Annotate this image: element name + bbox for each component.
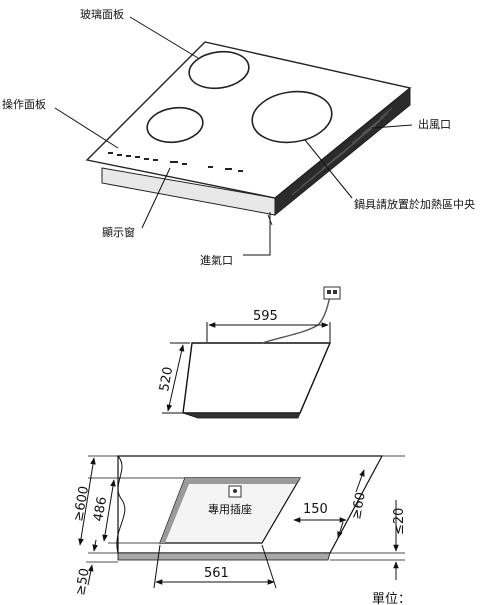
leader-lines: [54, 16, 413, 256]
dedicated-socket-label: 專用插座: [208, 502, 252, 516]
dim-595: 595: [253, 309, 278, 324]
countertop: [116, 455, 384, 561]
dim-50: ≥50: [73, 567, 93, 597]
dim-600: ≥600: [71, 485, 92, 523]
cooktop-plate: [182, 286, 341, 419]
place-pot-label: 鍋具請放置於加熱區中央: [354, 197, 475, 211]
unit-label: 單位：: [372, 592, 411, 605]
dim-561: 561: [204, 566, 229, 581]
dim-150: 150: [303, 502, 328, 517]
control-panel-label: 操作面板: [2, 97, 46, 111]
air-outlet-label: 出風口: [418, 117, 451, 131]
cooktop-perspective: [85, 41, 412, 226]
air-inlet-label: 進氣口: [200, 253, 233, 267]
dim-486: 486: [91, 496, 110, 523]
glass-panel-label: 玻璃面板: [80, 7, 124, 21]
dim-60: ≥60: [349, 491, 369, 521]
dim-520: 520: [157, 366, 176, 393]
display-window-label: 顯示窗: [102, 225, 135, 239]
dim-20: ≤20: [392, 508, 407, 535]
